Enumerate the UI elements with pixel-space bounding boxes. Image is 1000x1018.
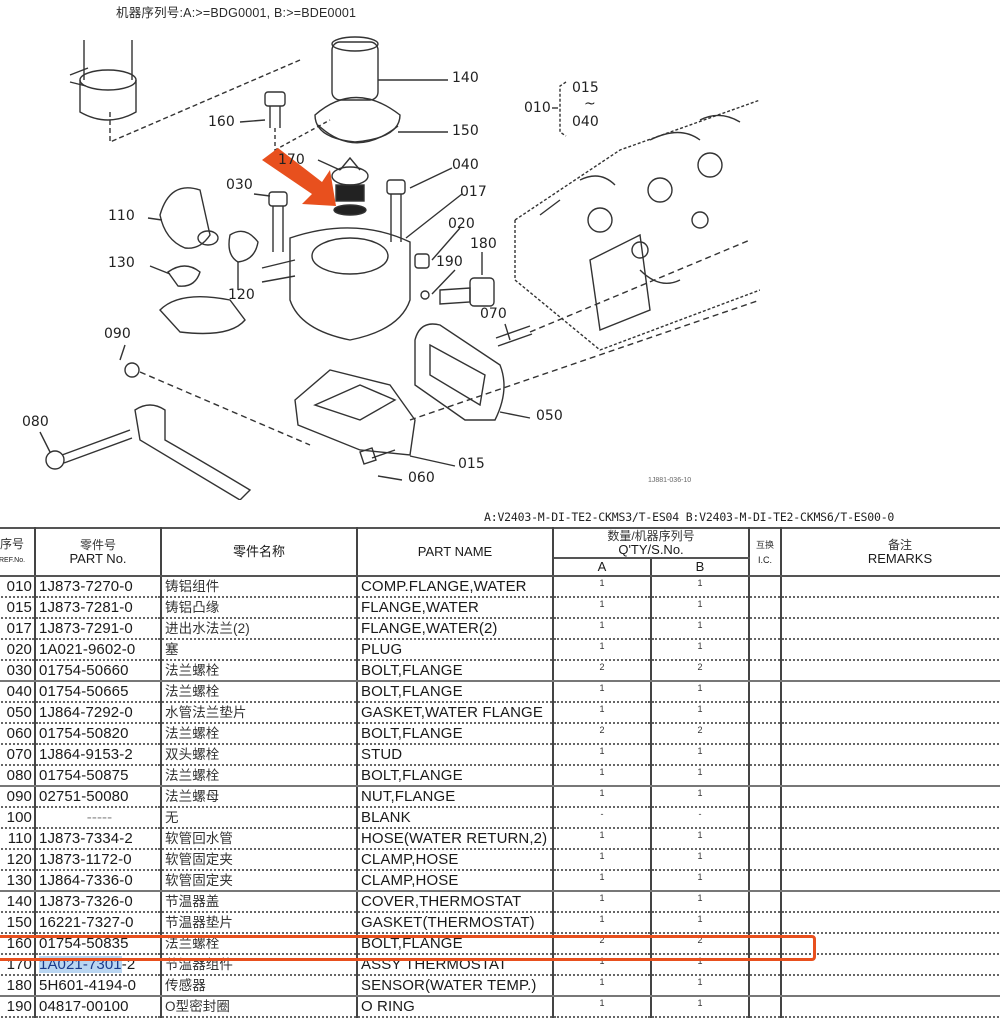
callout-170: 170 xyxy=(278,152,305,168)
model-line: A:V2403-M-DI-TE2-CKMS3/T-ES04 B:V2403-M-… xyxy=(484,510,895,524)
callout-070: 070 xyxy=(480,306,507,322)
selected-text[interactable]: 1A021-7301 xyxy=(39,956,122,973)
callout-range-tilde: ~ xyxy=(584,96,596,112)
header-qty-b: B xyxy=(650,557,750,577)
callout-range-from: 015 xyxy=(572,80,599,96)
callout-050: 050 xyxy=(536,408,563,424)
callout-190: 190 xyxy=(436,254,463,270)
callout-180: 180 xyxy=(470,236,497,252)
callout-130: 130 xyxy=(108,255,135,271)
callout-017: 017 xyxy=(460,184,487,200)
drawing-code: 1J881-036-10 xyxy=(648,477,692,484)
header-qty-a: A xyxy=(552,557,652,577)
exploded-parts-diagram: 140 150 160 170 040 030 017 110 020 180 … xyxy=(0,20,761,501)
serial-number-header: 机器序列号:A:>=BDG0001, B:>=BDE0001 xyxy=(116,6,357,20)
diagram-drawing xyxy=(39,36,761,501)
callout-010: 010 xyxy=(524,100,551,116)
callout-020: 020 xyxy=(448,216,475,232)
part-number-selected[interactable]: 1A021-7301-2 xyxy=(34,954,162,976)
header-part-name: PART NAME xyxy=(356,527,554,577)
callout-110: 110 xyxy=(108,208,135,224)
callout-120: 120 xyxy=(228,287,255,303)
callout-030: 030 xyxy=(226,177,253,193)
callout-160: 160 xyxy=(208,114,235,130)
callout-150: 150 xyxy=(452,123,479,139)
header-name-cn: 零件名称 xyxy=(160,527,358,577)
callout-090: 090 xyxy=(104,326,131,342)
callout-015: 015 xyxy=(458,456,485,472)
callout-040: 040 xyxy=(452,157,479,173)
callout-140: 140 xyxy=(452,70,479,86)
callout-080: 080 xyxy=(22,414,49,430)
callout-060: 060 xyxy=(408,470,435,486)
callout-range-to: 040 xyxy=(572,114,599,130)
red-arrow-indicator xyxy=(262,148,336,206)
